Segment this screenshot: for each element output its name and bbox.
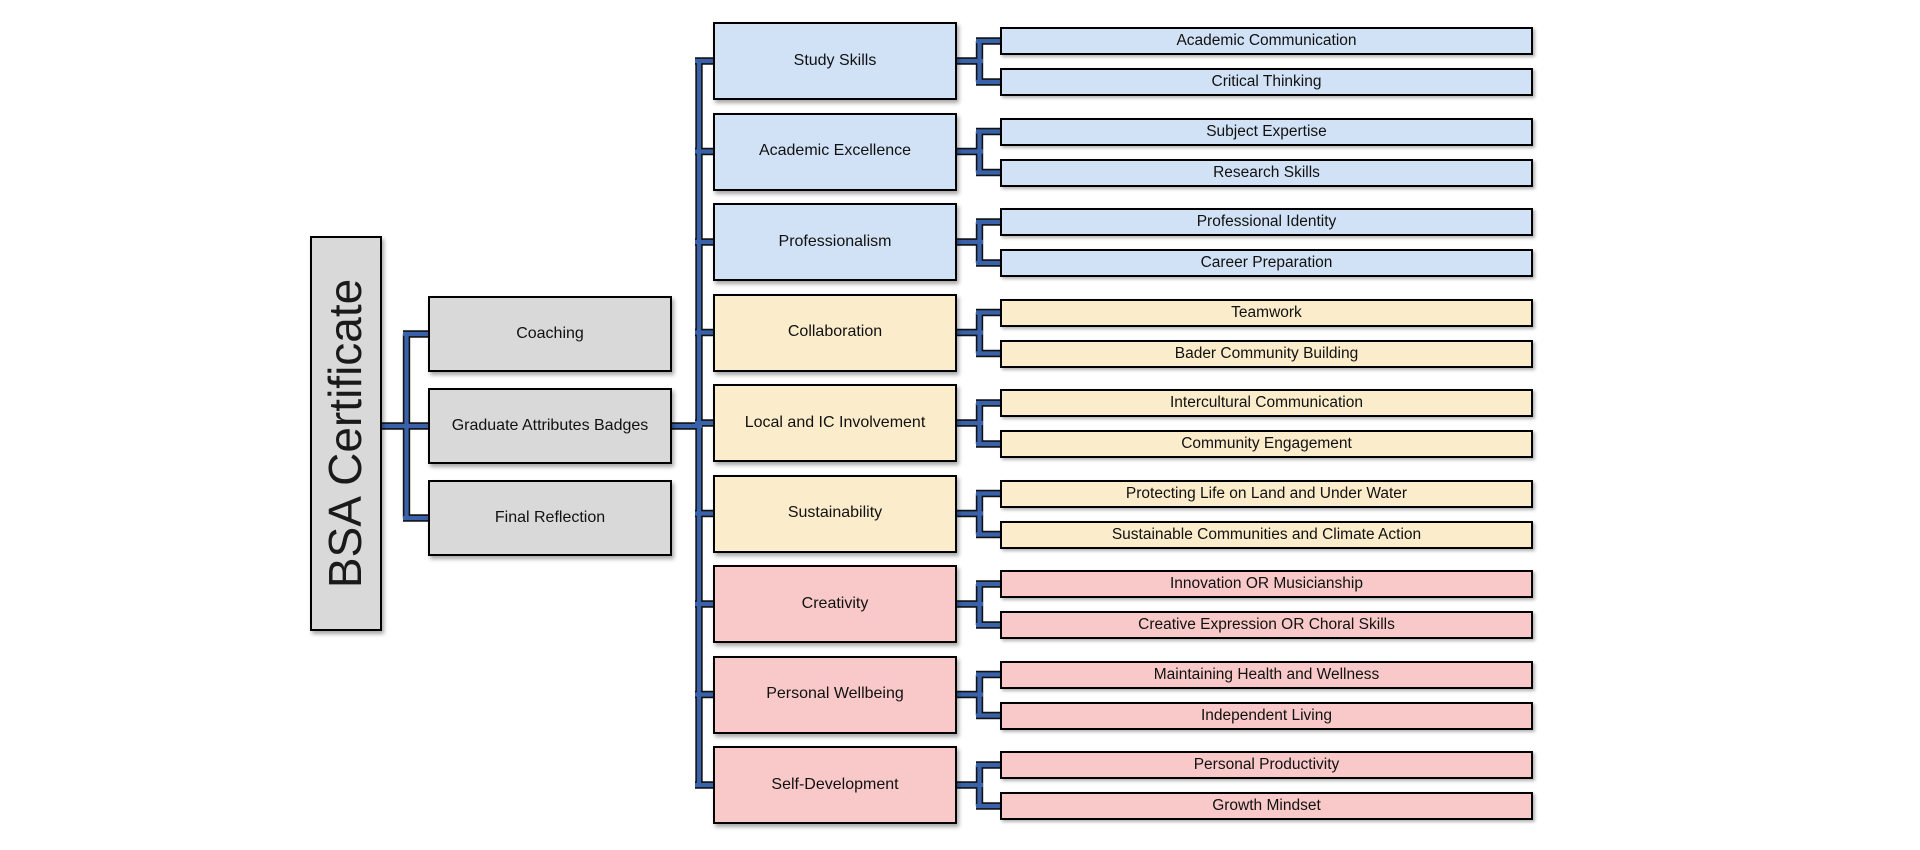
badge-community-engagement: Community Engagement <box>1000 430 1533 458</box>
category-label: Personal Wellbeing <box>766 685 904 703</box>
badge-creative-expression-or-choral-skills: Creative Expression OR Choral Skills <box>1000 611 1533 639</box>
node-coaching: Coaching <box>428 296 672 372</box>
badge-bader-community-building: Bader Community Building <box>1000 339 1533 368</box>
category-label: Sustainability <box>787 504 883 522</box>
node-label: Final Reflection <box>494 508 606 526</box>
category-label: Creativity <box>801 594 869 612</box>
badge-academic-communication: Academic Communication <box>1000 27 1533 55</box>
badge-career-preparation: Career Preparation <box>1000 249 1533 277</box>
category-creativity: Creativity <box>713 565 957 643</box>
category-local-and-ic-involvement: Local and IC Involvement <box>713 384 957 462</box>
category-professionalism: Professionalism <box>713 203 957 281</box>
category-label: Collaboration <box>787 323 883 341</box>
badge-independent-living: Independent Living <box>1000 701 1533 730</box>
category-label: Local and IC Involvement <box>744 413 926 431</box>
node-label: Coaching <box>516 324 584 342</box>
category-academic-excellence: Academic Excellence <box>713 112 957 191</box>
node-graduate-attributes-badges: Graduate Attributes Badges <box>428 388 672 464</box>
category-label: Study Skills <box>793 51 877 69</box>
root-node-label: BSA Certificate <box>319 278 372 589</box>
badge-label: Bader Community Building <box>1174 344 1359 362</box>
badge-label: Subject Expertise <box>1206 122 1327 140</box>
badge-label: Critical Thinking <box>1211 73 1322 91</box>
badge-protecting-life-on-land-and-under-water: Protecting Life on Land and Under Water <box>1000 479 1533 508</box>
root-node: BSA Certificate <box>310 236 382 631</box>
badge-sustainable-communities-and-climate-action: Sustainable Communities and Climate Acti… <box>1000 520 1533 549</box>
category-label: Self-Development <box>771 775 899 793</box>
badge-label: Research Skills <box>1213 163 1320 181</box>
badge-label: Community Engagement <box>1181 435 1352 453</box>
badge-label: Independent Living <box>1200 706 1332 724</box>
badge-growth-mindset: Growth Mindset <box>1000 792 1533 820</box>
badge-subject-expertise: Subject Expertise <box>1000 117 1533 146</box>
badge-label: Protecting Life on Land and Under Water <box>1125 484 1408 502</box>
badge-professional-identity: Professional Identity <box>1000 208 1533 236</box>
category-self-development: Self-Development <box>713 746 957 824</box>
badge-label: Career Preparation <box>1200 254 1333 272</box>
badge-label: Academic Communication <box>1176 32 1357 50</box>
category-sustainability: Sustainability <box>713 474 957 553</box>
badge-maintaining-health-and-wellness: Maintaining Health and Wellness <box>1000 660 1533 689</box>
badge-intercultural-communication: Intercultural Communication <box>1000 389 1533 417</box>
category-label: Professionalism <box>778 232 892 250</box>
badge-critical-thinking: Critical Thinking <box>1000 68 1533 96</box>
badge-label: Personal Productivity <box>1193 756 1340 774</box>
category-study-skills: Study Skills <box>713 22 957 100</box>
badge-label: Sustainable Communities and Climate Acti… <box>1111 525 1422 543</box>
badge-research-skills: Research Skills <box>1000 158 1533 187</box>
badge-label: Innovation OR Musicianship <box>1170 575 1363 593</box>
badge-teamwork: Teamwork <box>1000 298 1533 327</box>
node-label: Graduate Attributes Badges <box>451 416 649 434</box>
category-personal-wellbeing: Personal Wellbeing <box>713 655 957 734</box>
badge-label: Growth Mindset <box>1212 797 1321 815</box>
badge-label: Creative Expression OR Choral Skills <box>1138 616 1395 634</box>
category-collaboration: Collaboration <box>713 293 957 372</box>
badge-personal-productivity: Personal Productivity <box>1000 751 1533 779</box>
node-final-reflection: Final Reflection <box>428 480 672 556</box>
badge-innovation-or-musicianship: Innovation OR Musicianship <box>1000 570 1533 598</box>
badge-label: Professional Identity <box>1196 213 1337 231</box>
badge-label: Maintaining Health and Wellness <box>1153 665 1380 683</box>
badge-label: Intercultural Communication <box>1170 394 1363 412</box>
badge-label: Teamwork <box>1231 303 1302 321</box>
category-label: Academic Excellence <box>758 142 912 160</box>
